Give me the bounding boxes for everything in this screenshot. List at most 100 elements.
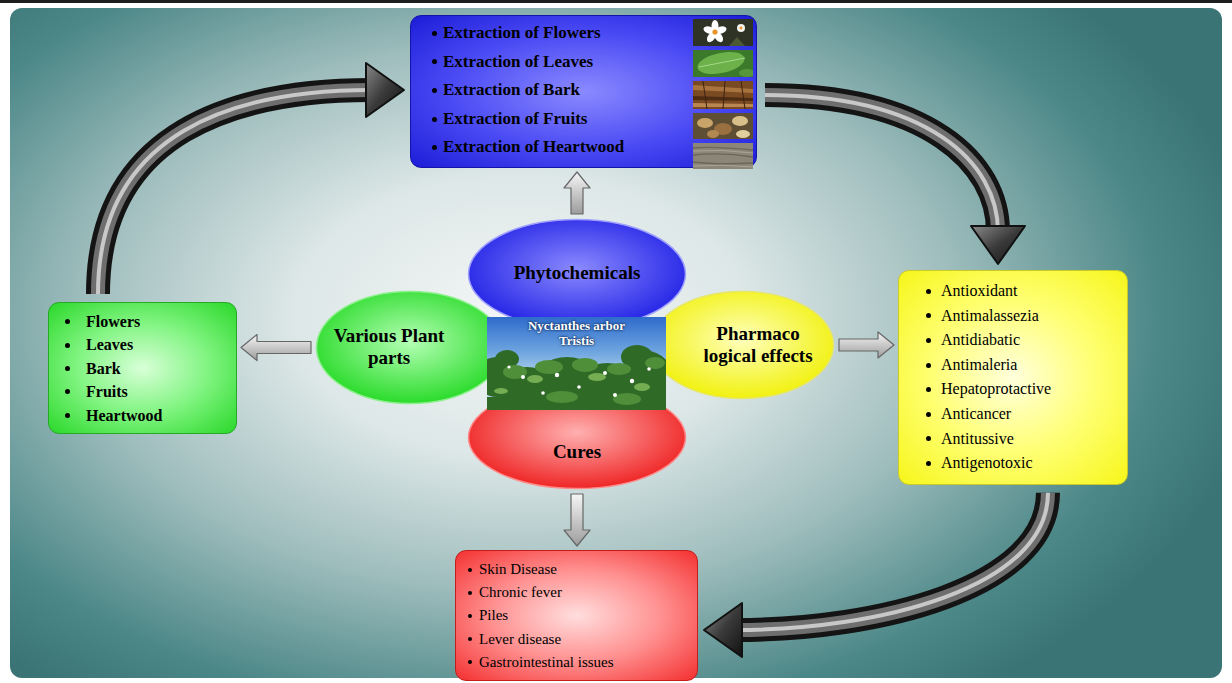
ellipse-label: Various Plant parts: [321, 325, 457, 369]
ellipse-label: Pharmaco logical effects: [688, 323, 828, 367]
arrow-body: [765, 95, 998, 232]
list-item-text: Flowers: [86, 310, 140, 333]
list-item-text: Extraction of Flowers: [443, 19, 601, 48]
list-row: Skin Disease: [479, 558, 687, 581]
bullet-dot: [468, 591, 472, 595]
plant-parts-box: FlowersLeavesBarkFruitsHeartwood: [48, 302, 237, 434]
bullet-dot: [926, 313, 931, 318]
bark-thumb: [693, 81, 753, 109]
list-item-text: Leaves: [86, 333, 133, 356]
list-item-text: Skin Disease: [479, 558, 557, 581]
pharmacological-ellipse: Pharmaco logical effects: [650, 290, 835, 400]
curved-flow-arrow: [704, 493, 1048, 657]
list-item-text: Gastrointestinal issues: [479, 651, 614, 674]
list-item-text: Bark: [86, 357, 121, 380]
ellipse-label: Cures: [467, 441, 687, 463]
list-row: Antigenotoxic: [941, 451, 1117, 476]
block-arrow: [839, 332, 894, 358]
bullet-dot: [65, 343, 70, 348]
arrow-body: [98, 90, 372, 294]
list-row: Leaves: [86, 333, 228, 356]
arrow-head: [704, 603, 742, 657]
bullet-dot: [926, 363, 931, 368]
bullet-dot: [65, 413, 70, 418]
block-arrow: [564, 172, 590, 214]
list-item-text: Extraction of Heartwood: [443, 133, 624, 162]
list-item-text: Anticancer: [941, 402, 1011, 427]
bullet-dot: [432, 88, 437, 93]
bullet-dot: [468, 660, 472, 664]
list-item-text: Heartwood: [86, 404, 162, 427]
arrow-head: [366, 63, 404, 117]
list-row: Chronic fever: [479, 581, 687, 604]
curved-flow-arrow: [98, 63, 404, 294]
list-item-text: Antigenotoxic: [941, 451, 1033, 476]
list-item-text: Piles: [479, 604, 508, 627]
list-item-text: Extraction of Leaves: [443, 48, 593, 77]
list-row: Extraction of Heartwood: [443, 133, 682, 162]
list-item-text: Fruits: [86, 380, 128, 403]
arrow-highlight: [765, 95, 998, 232]
bullet-dot: [432, 59, 437, 64]
bullet-dot: [468, 614, 472, 618]
list-row: Hepatoprotactive: [941, 377, 1117, 402]
flower-thumb: [693, 19, 753, 46]
list-item-text: Lever disease: [479, 628, 561, 651]
bullet-dot: [468, 637, 472, 641]
block-arrow: [241, 335, 311, 361]
list-item-text: Antimaleria: [941, 353, 1017, 378]
list-item-text: Antitussive: [941, 427, 1014, 452]
bullet-dot: [468, 568, 472, 572]
list-row: Extraction of Flowers: [443, 19, 682, 48]
bullet-dot: [65, 319, 70, 324]
extraction-box: Extraction of FlowersExtraction of Leave…: [410, 15, 757, 168]
heartwood-thumb: [693, 143, 753, 169]
list-item-text: Hepatoprotactive: [941, 377, 1051, 402]
arrow-body-outline: [736, 493, 1048, 630]
ellipse-outline: [652, 292, 834, 399]
arrow-body: [736, 493, 1048, 630]
cures-box: Skin DiseaseChronic feverPilesLever dise…: [455, 550, 698, 681]
list-item-text: Chronic fever: [479, 581, 562, 604]
curved-flow-arrow: [765, 95, 1025, 264]
list-row: Extraction of Leaves: [443, 48, 682, 77]
block-arrow-shape: [839, 332, 894, 358]
block-arrow: [564, 494, 590, 546]
list-row: Extraction of Bark: [443, 76, 682, 105]
bullet-dot: [432, 145, 437, 150]
block-arrow-shape: [564, 494, 590, 546]
plant-parts-ellipse: Various Plant parts: [315, 290, 505, 405]
list-row: Gastrointestinal issues: [479, 651, 687, 674]
ellipse-label: Phytochemicals: [467, 262, 687, 284]
fruit-thumb: [693, 113, 753, 139]
list-row: Extraction of Fruits: [443, 105, 682, 134]
leaf-thumb: [693, 48, 753, 78]
list-row: Piles: [479, 604, 687, 627]
arrow-highlight: [98, 90, 372, 294]
plant-photo-node: Nyctanthes arbor Tristis: [487, 317, 666, 410]
bullet-dot: [432, 117, 437, 122]
list-row: Anticancer: [941, 402, 1117, 427]
bullet-dot: [926, 436, 931, 441]
bullet-dot: [926, 461, 931, 466]
list-row: Antitussive: [941, 427, 1117, 452]
arrow-body-outline: [98, 90, 372, 294]
list-row: Bark: [86, 357, 228, 380]
bullet-dot: [65, 389, 70, 394]
block-arrow-shape: [241, 335, 311, 361]
bullet-dot: [926, 387, 931, 392]
ellipse-outline: [317, 292, 504, 404]
effects-box: AntioxidantAntimalasseziaAntidiabaticAnt…: [898, 270, 1128, 485]
bullet-dot: [65, 366, 70, 371]
list-item-text: Extraction of Fruits: [443, 105, 587, 134]
block-arrow-shape: [564, 172, 590, 214]
list-row: Fruits: [86, 380, 228, 403]
list-row: Lever disease: [479, 628, 687, 651]
arrow-body-outline: [765, 95, 998, 232]
top-rule: [0, 0, 1232, 3]
list-row: Flowers: [86, 310, 228, 333]
list-row: Antimalassezia: [941, 304, 1117, 329]
bullet-dot: [432, 31, 437, 36]
bullet-dot: [926, 338, 931, 343]
